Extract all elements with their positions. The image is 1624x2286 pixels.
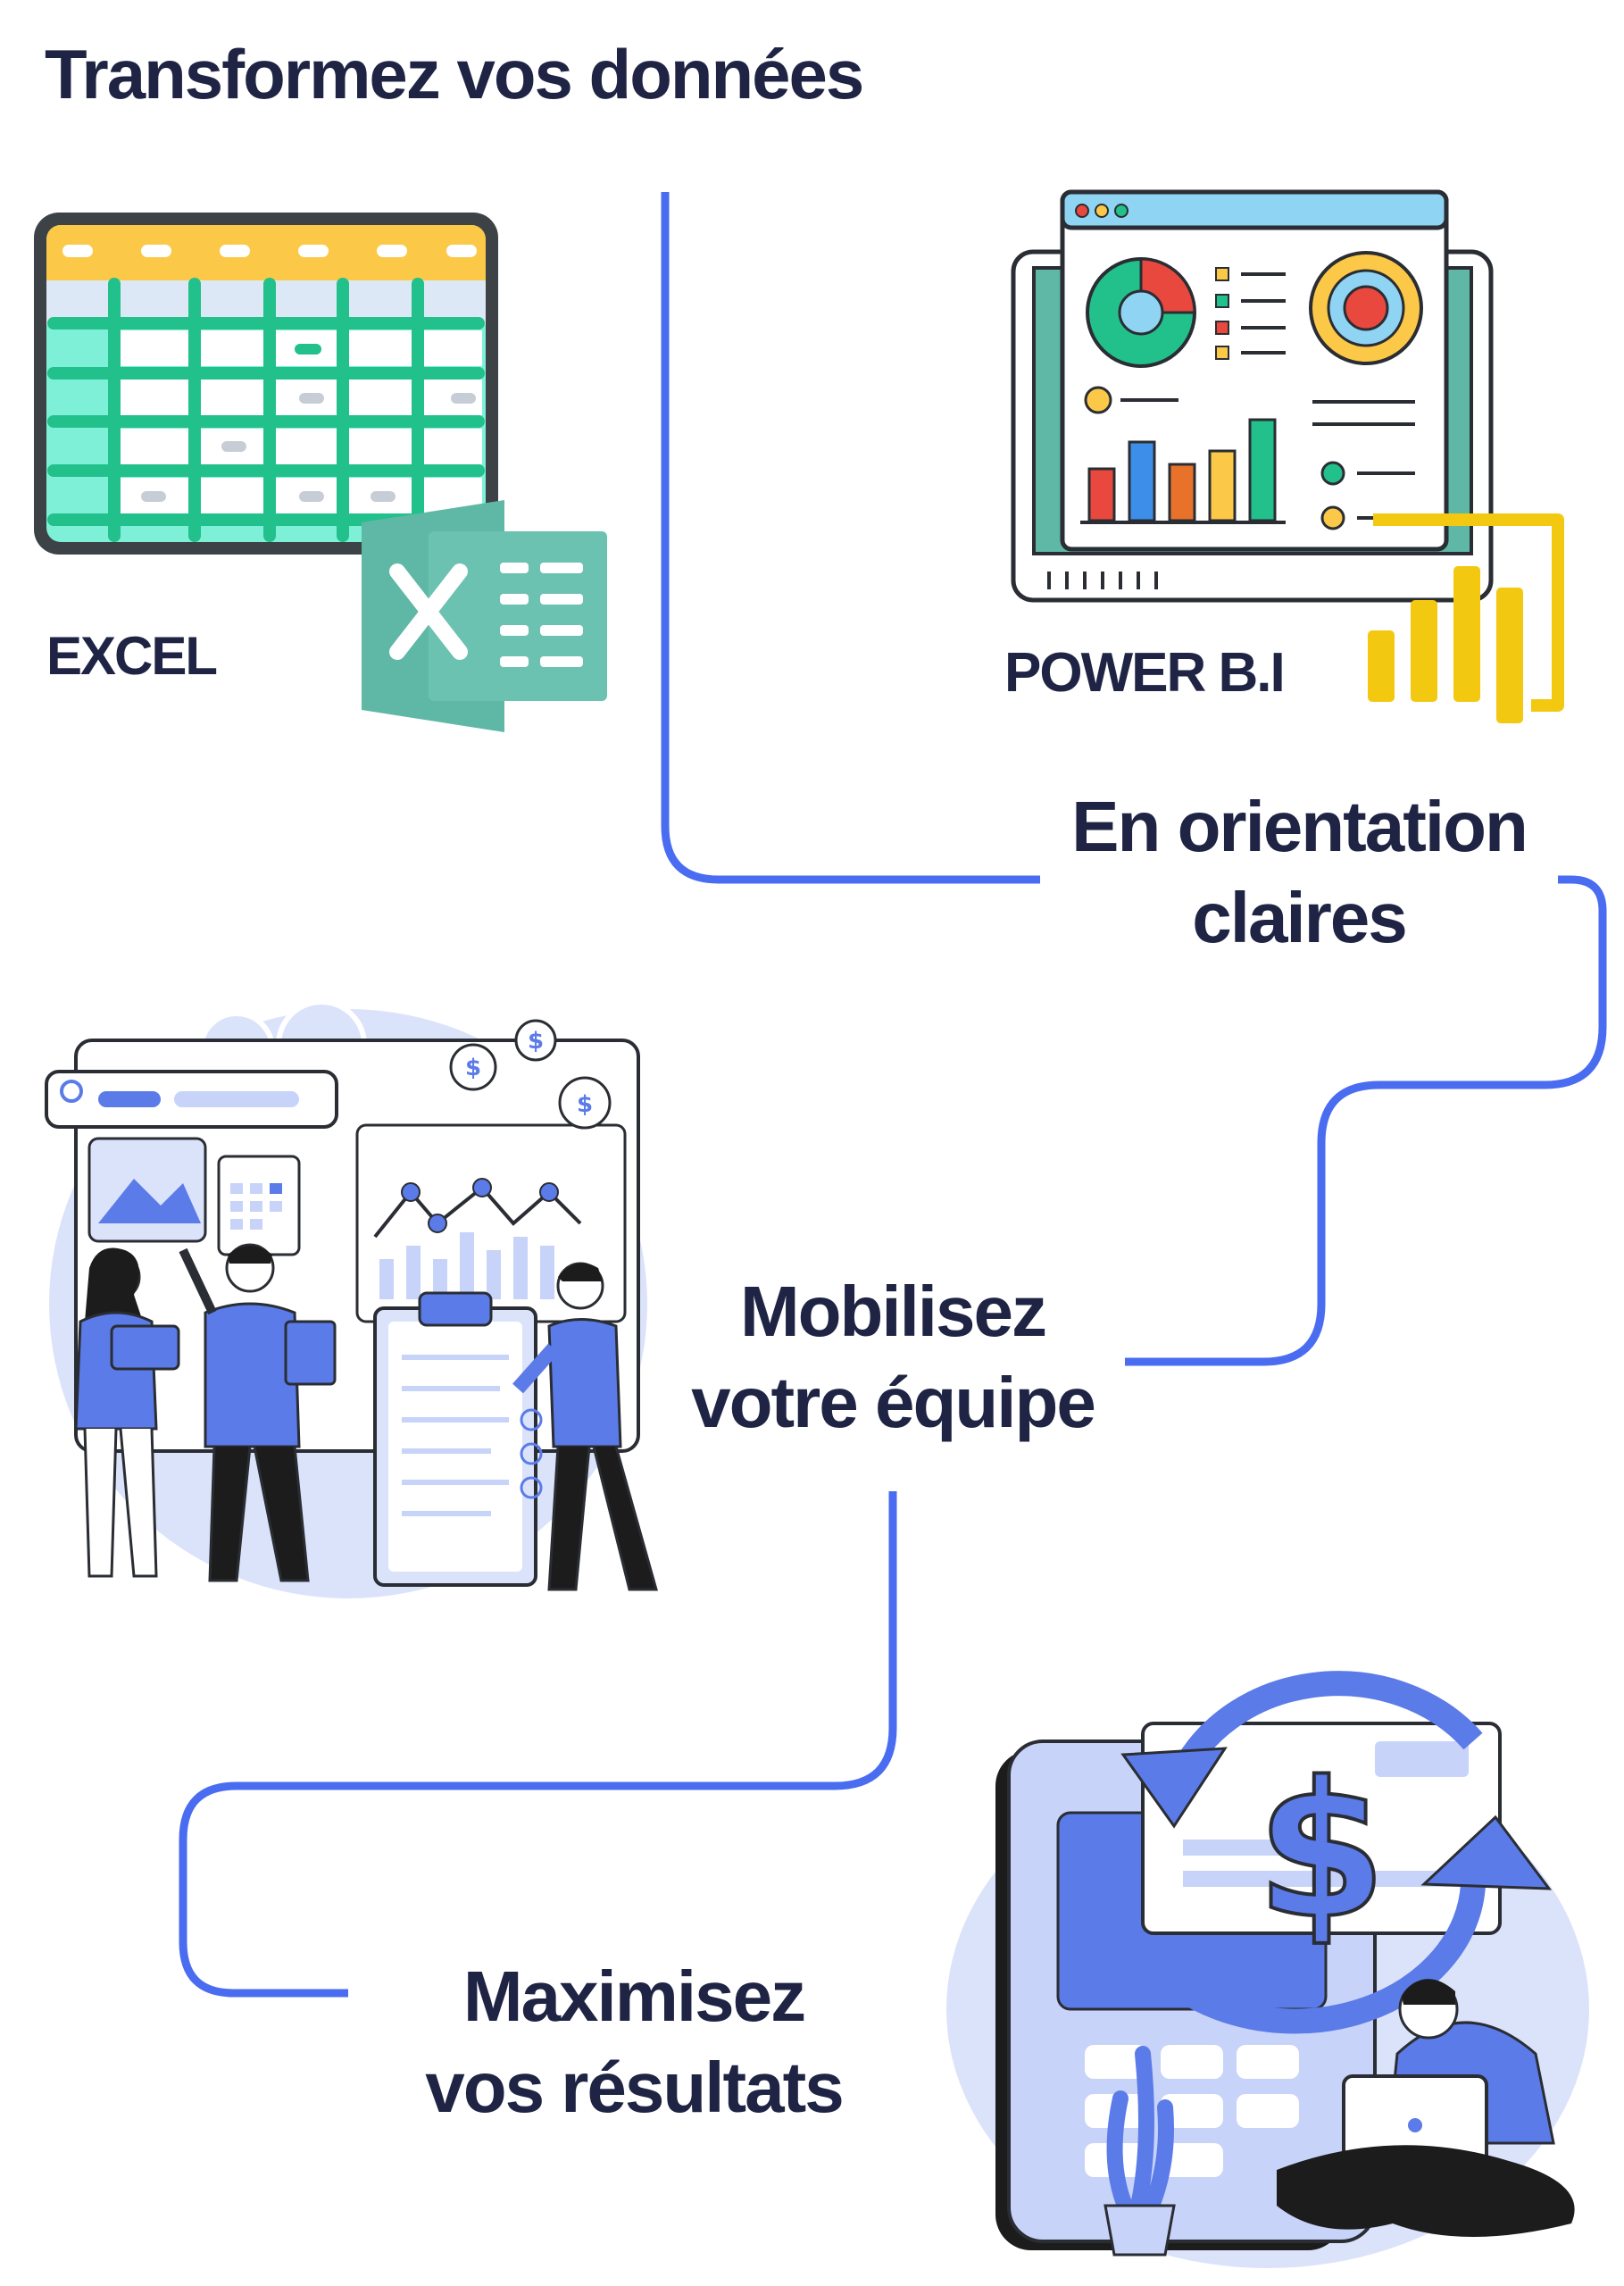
step-mobilisez-line2: votre équipe	[691, 1362, 1096, 1442]
svg-text:$: $	[1256, 1741, 1387, 1960]
step-orientation-line2: claires	[1192, 877, 1408, 957]
svg-text:$: $	[465, 1055, 481, 1081]
svg-text:$: $	[528, 1028, 544, 1055]
page-title: Transformez vos données	[45, 35, 864, 113]
step-maximisez-line1: Maximisez	[462, 1956, 806, 2036]
step-maximisez: Maximisez vos résultats	[375, 1951, 893, 2132]
step-orientation-line1: En orientation	[1071, 787, 1528, 866]
step-maximisez-line2: vos résultats	[425, 2047, 845, 2127]
svg-text:$: $	[577, 1091, 593, 1118]
powerbi-label: POWER B.I	[1004, 642, 1286, 704]
step-orientation: En orientation claires	[1036, 781, 1562, 963]
step-mobilisez-line1: Mobilisez	[739, 1272, 1047, 1351]
excel-label: EXCEL	[46, 626, 218, 686]
step-mobilisez: Mobilisez votre équipe	[643, 1266, 1143, 1448]
